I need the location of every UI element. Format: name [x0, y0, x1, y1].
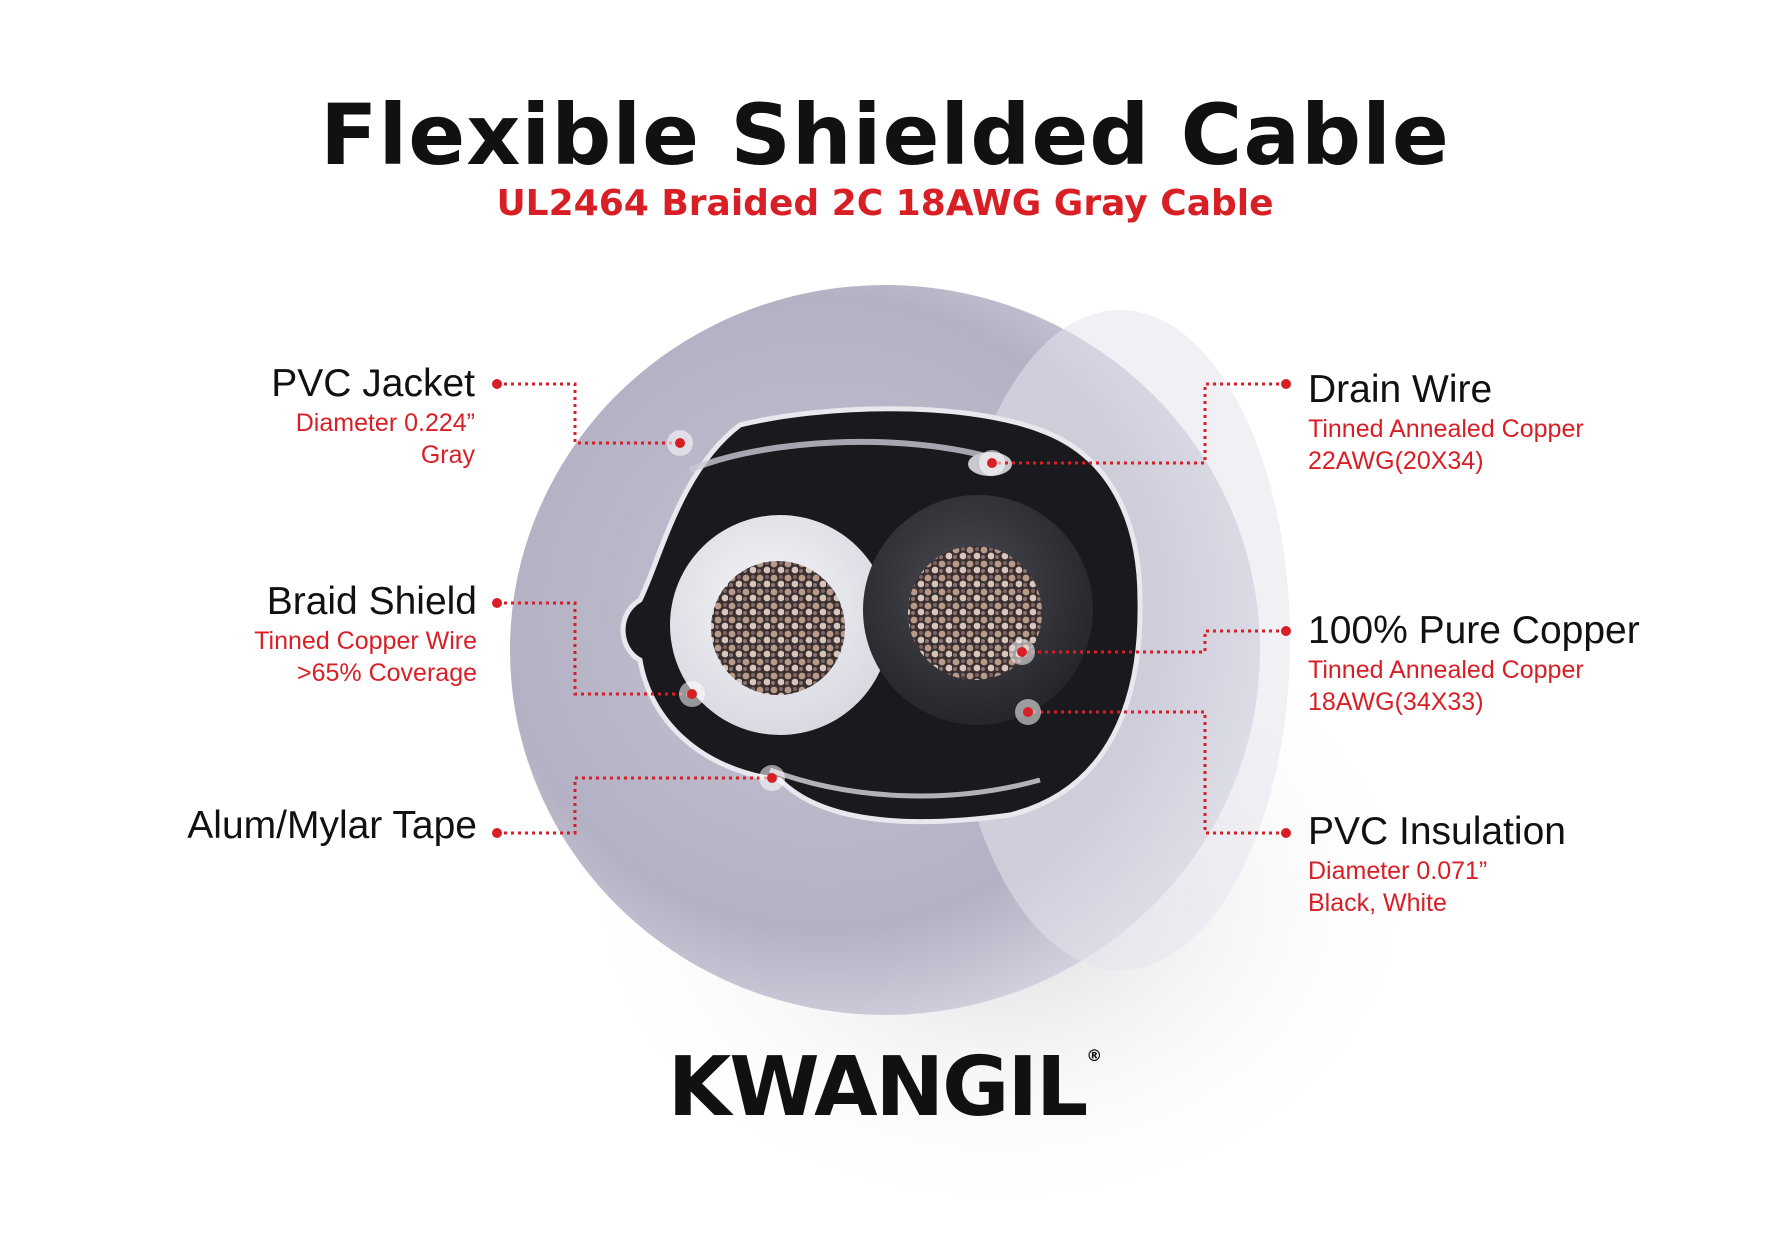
marker-dot-pvc-insulation	[1023, 707, 1033, 717]
leader-drain-wire	[992, 382, 1286, 465]
callout-alum-mylar: Alum/Mylar Tape	[187, 804, 477, 849]
callout-pvc-insulation-spec2: Black, White	[1308, 889, 1447, 918]
braid-highlight	[688, 438, 1001, 473]
callout-drain-wire-name: Drain Wire	[1308, 368, 1493, 411]
callout-pure-copper-spec1: Tinned Annealed Copper	[1308, 655, 1584, 684]
marker-dot-alum-mylar	[767, 773, 777, 783]
leader-pvc-insulation	[1028, 710, 1286, 835]
callout-braid-shield-name: Braid Shield	[266, 580, 477, 623]
callout-pure-copper-name: 100% Pure Copper	[1308, 609, 1640, 652]
callout-pvc-insulation-name: PVC Insulation	[1308, 810, 1566, 853]
leader-pvc-jacket	[497, 382, 678, 445]
callout-pvc-jacket-name: PVC Jacket	[271, 362, 475, 405]
dot-pvc-insulation	[1281, 828, 1291, 838]
leader-alum-mylar	[497, 776, 770, 835]
leader-pure-copper	[1022, 629, 1286, 654]
marker-dot-braid-shield	[687, 689, 697, 699]
callout-pvc-jacket: PVC Jacket Diameter 0.224” Gray	[271, 362, 475, 472]
dot-braid-shield	[492, 598, 502, 608]
callout-pvc-insulation-spec1: Diameter 0.071”	[1308, 856, 1488, 885]
tape-highlight	[769, 767, 1041, 799]
callout-braid-shield-spec2: >65% Coverage	[297, 659, 477, 688]
callout-pure-copper: 100% Pure Copper Tinned Annealed Copper …	[1308, 609, 1640, 719]
marker-dot-pvc-jacket	[675, 438, 685, 448]
callout-pure-copper-spec2: 18AWG(34X33)	[1308, 688, 1484, 717]
dot-pvc-jacket	[492, 379, 502, 389]
dot-pure-copper	[1281, 626, 1291, 636]
callout-pvc-jacket-spec1: Diameter 0.224”	[295, 408, 475, 437]
registered-mark: ®	[1086, 1046, 1103, 1065]
callout-drain-wire-spec2: 22AWG(20X34)	[1308, 447, 1484, 476]
marker-dot-drain-wire	[987, 458, 997, 468]
callout-pvc-jacket-spec2: Gray	[420, 441, 475, 470]
dot-alum-mylar	[492, 828, 502, 838]
callout-pvc-insulation: PVC Insulation Diameter 0.071” Black, Wh…	[1308, 810, 1566, 920]
black-conductor-strands	[908, 546, 1042, 680]
page-title: Flexible Shielded Cable	[320, 86, 1450, 184]
page-subtitle: UL2464 Braided 2C 18AWG Gray Cable	[496, 183, 1274, 224]
white-conductor-strands	[711, 561, 845, 695]
brand-name: KWANGIL	[667, 1040, 1088, 1135]
dot-drain-wire	[1281, 379, 1291, 389]
callout-braid-shield-spec1: Tinned Copper Wire	[254, 626, 477, 655]
callout-drain-wire-spec1: Tinned Annealed Copper	[1308, 414, 1584, 443]
marker-dot-pure-copper	[1017, 647, 1027, 657]
callout-drain-wire: Drain Wire Tinned Annealed Copper 22AWG(…	[1308, 368, 1584, 478]
leader-braid-shield	[497, 601, 690, 696]
callout-braid-shield: Braid Shield Tinned Copper Wire >65% Cov…	[254, 580, 477, 690]
brand-logo: KWANGIL®	[0, 1040, 1770, 1135]
callout-alum-mylar-name: Alum/Mylar Tape	[187, 804, 477, 847]
